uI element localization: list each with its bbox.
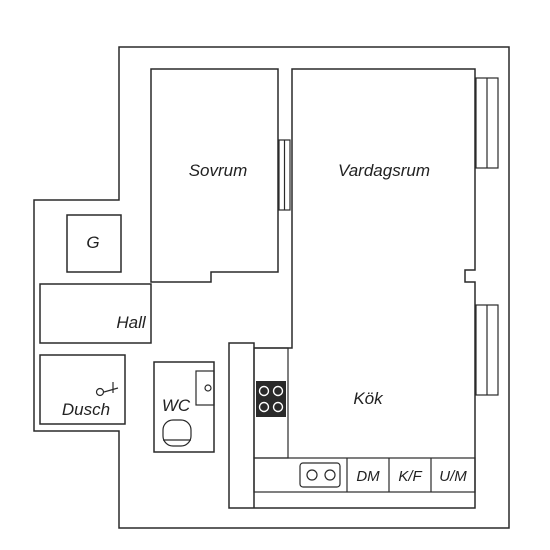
- room-label-sovrum: Sovrum: [189, 161, 248, 180]
- window-vardagsrum: [475, 77, 499, 169]
- unit-label-kf: K/F: [398, 468, 422, 485]
- room-label-kok: Kök: [353, 389, 384, 408]
- kitchen-counter: [253, 347, 476, 493]
- window-sovrum: [278, 139, 291, 211]
- shower: [95, 382, 119, 397]
- room-label-hall: Hall: [116, 313, 147, 332]
- windows: [278, 77, 499, 396]
- walls: [33, 46, 510, 529]
- unit-label-dm: DM: [356, 468, 380, 485]
- wash-basin: [195, 370, 215, 406]
- window-kok: [475, 304, 499, 396]
- unit-label-um: U/M: [439, 468, 467, 485]
- wc-fixtures: [162, 370, 215, 447]
- room-label-dusch: Dusch: [62, 400, 110, 419]
- room-label-vardagsrum: Vardagsrum: [338, 161, 430, 180]
- room-label-g: G: [86, 233, 99, 252]
- sink: [299, 462, 341, 488]
- toilet: [162, 419, 192, 447]
- stove: [256, 381, 286, 417]
- room-label-wc: WC: [162, 396, 191, 415]
